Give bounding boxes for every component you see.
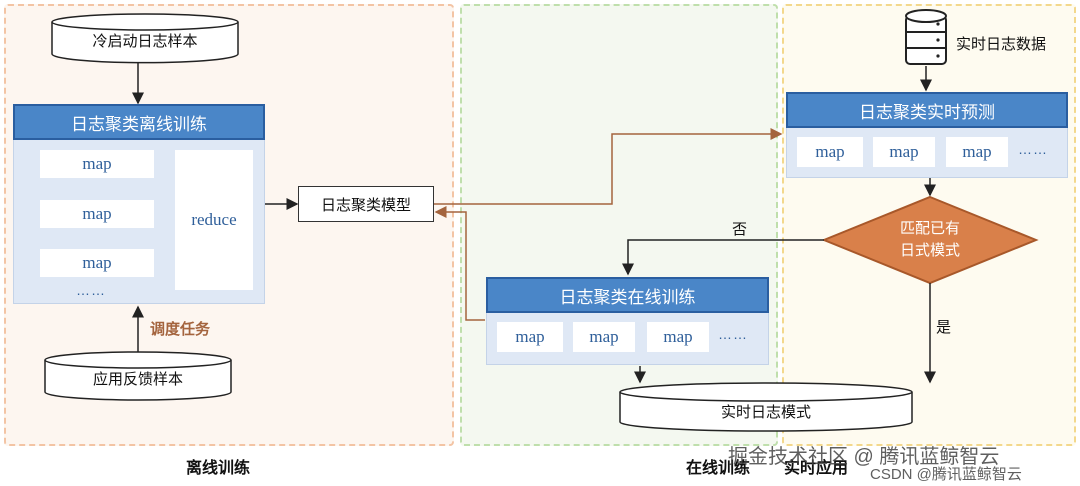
- feedback-sample-cylinder: [44, 351, 232, 401]
- online-training-title: 日志聚类在线训练: [486, 277, 769, 313]
- online-ellipsis: ……: [718, 326, 748, 342]
- database-icon: [905, 9, 947, 65]
- cold-start-sample-label: 冷启动日志样本: [92, 32, 198, 50]
- no-branch-label: 否: [732, 221, 748, 238]
- online-training-zone: [460, 4, 778, 446]
- realtime-map-1: map: [797, 137, 863, 167]
- realtime-predict-title: 日志聚类实时预测: [786, 92, 1068, 128]
- cold-start-sample-cylinder: [51, 13, 239, 64]
- offline-zone-title: 离线训练: [186, 460, 251, 477]
- offline-ellipsis: ……: [76, 282, 106, 298]
- realtime-zone-title: 实时应用: [784, 460, 849, 477]
- realtime-map-3: map: [946, 137, 1008, 167]
- reduce-box: reduce: [175, 150, 253, 290]
- offline-training-title: 日志聚类离线训练: [13, 104, 265, 140]
- watermark-csdn: CSDN @腾讯蓝鲸智云: [870, 466, 1022, 483]
- offline-map-2: map: [40, 200, 154, 228]
- log-clustering-model: 日志聚类模型: [298, 186, 434, 222]
- offline-map-3: map: [40, 249, 154, 277]
- decision-line-1: 匹配已有: [899, 220, 960, 237]
- online-map-1: map: [497, 322, 563, 352]
- watermark-juejin: 掘金技术社区 @ 腾讯蓝鲸智云: [728, 446, 1000, 468]
- online-map-2: map: [573, 322, 635, 352]
- realtime-pattern-label: 实时日志模式: [720, 403, 811, 421]
- online-zone-title: 在线训练: [686, 460, 751, 477]
- realtime-log-data-label: 实时日志数据: [956, 36, 1047, 53]
- realtime-pattern-cylinder: [619, 382, 913, 432]
- offline-map-1: map: [40, 150, 154, 178]
- decision-text: 匹配已有 日式模式: [870, 218, 990, 262]
- realtime-ellipsis: ……: [1018, 141, 1048, 157]
- yes-branch-label: 是: [936, 319, 952, 336]
- feedback-sample-label: 应用反馈样本: [92, 370, 183, 388]
- realtime-map-2: map: [873, 137, 935, 167]
- online-map-3: map: [647, 322, 709, 352]
- decision-line-2: 日式模式: [899, 242, 960, 259]
- schedule-task-label: 调度任务: [150, 321, 211, 338]
